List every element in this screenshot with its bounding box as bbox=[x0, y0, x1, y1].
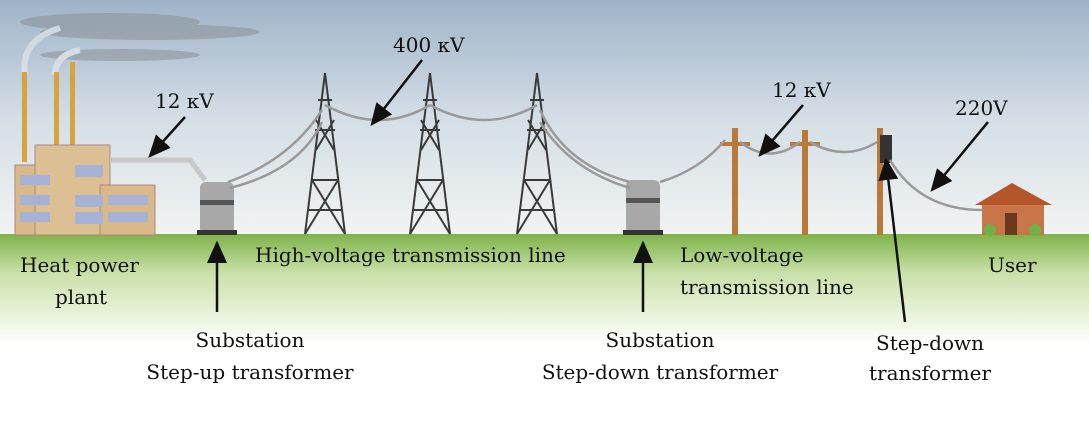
step-down-pole-label-line1: Step-down bbox=[876, 331, 984, 355]
voltage-label-generator: 12 кV bbox=[155, 89, 214, 113]
lv-line-label-line1: Low-voltage bbox=[680, 243, 804, 267]
plant-label-line2: plant bbox=[55, 285, 107, 309]
smoke bbox=[20, 13, 260, 76]
step-up-label-line1: Substation bbox=[196, 328, 305, 352]
hv-line-label: High-voltage transmission line bbox=[255, 243, 566, 267]
user-house-icon bbox=[975, 183, 1052, 236]
user-label: User bbox=[988, 253, 1037, 277]
voltage-label-low: 12 кV bbox=[772, 78, 831, 102]
arrow-220v bbox=[930, 121, 989, 192]
step-up-substation-icon bbox=[197, 182, 237, 235]
step-down-substation-label-line1: Substation bbox=[606, 328, 715, 352]
power-lines bbox=[227, 103, 983, 212]
utility-pole-icon bbox=[720, 128, 892, 235]
transmission-tower-icon bbox=[516, 72, 558, 235]
step-down-substation-label-line2: Step-down transformer bbox=[542, 360, 779, 384]
step-down-pole-label-line2: transformer bbox=[869, 361, 991, 385]
step-down-substation-icon bbox=[623, 180, 663, 235]
plant-label-line1: Heat power bbox=[20, 253, 139, 277]
arrow-400kv bbox=[370, 59, 423, 126]
ground bbox=[0, 234, 1089, 344]
voltage-label-household: 220V bbox=[955, 96, 1008, 120]
heat-power-plant-icon bbox=[14, 62, 207, 236]
arrow-12kv-lowvoltage bbox=[758, 104, 804, 157]
arrow-step-down-pole bbox=[878, 157, 907, 323]
lv-line-label-line2: transmission line bbox=[680, 275, 854, 299]
transmission-tower-icon bbox=[304, 72, 346, 235]
step-up-label-line2: Step-up transformer bbox=[146, 360, 354, 384]
voltage-label-high: 400 кV bbox=[393, 33, 465, 57]
arrow-12kv-generator bbox=[148, 116, 186, 158]
transmission-tower-icon bbox=[409, 72, 451, 235]
